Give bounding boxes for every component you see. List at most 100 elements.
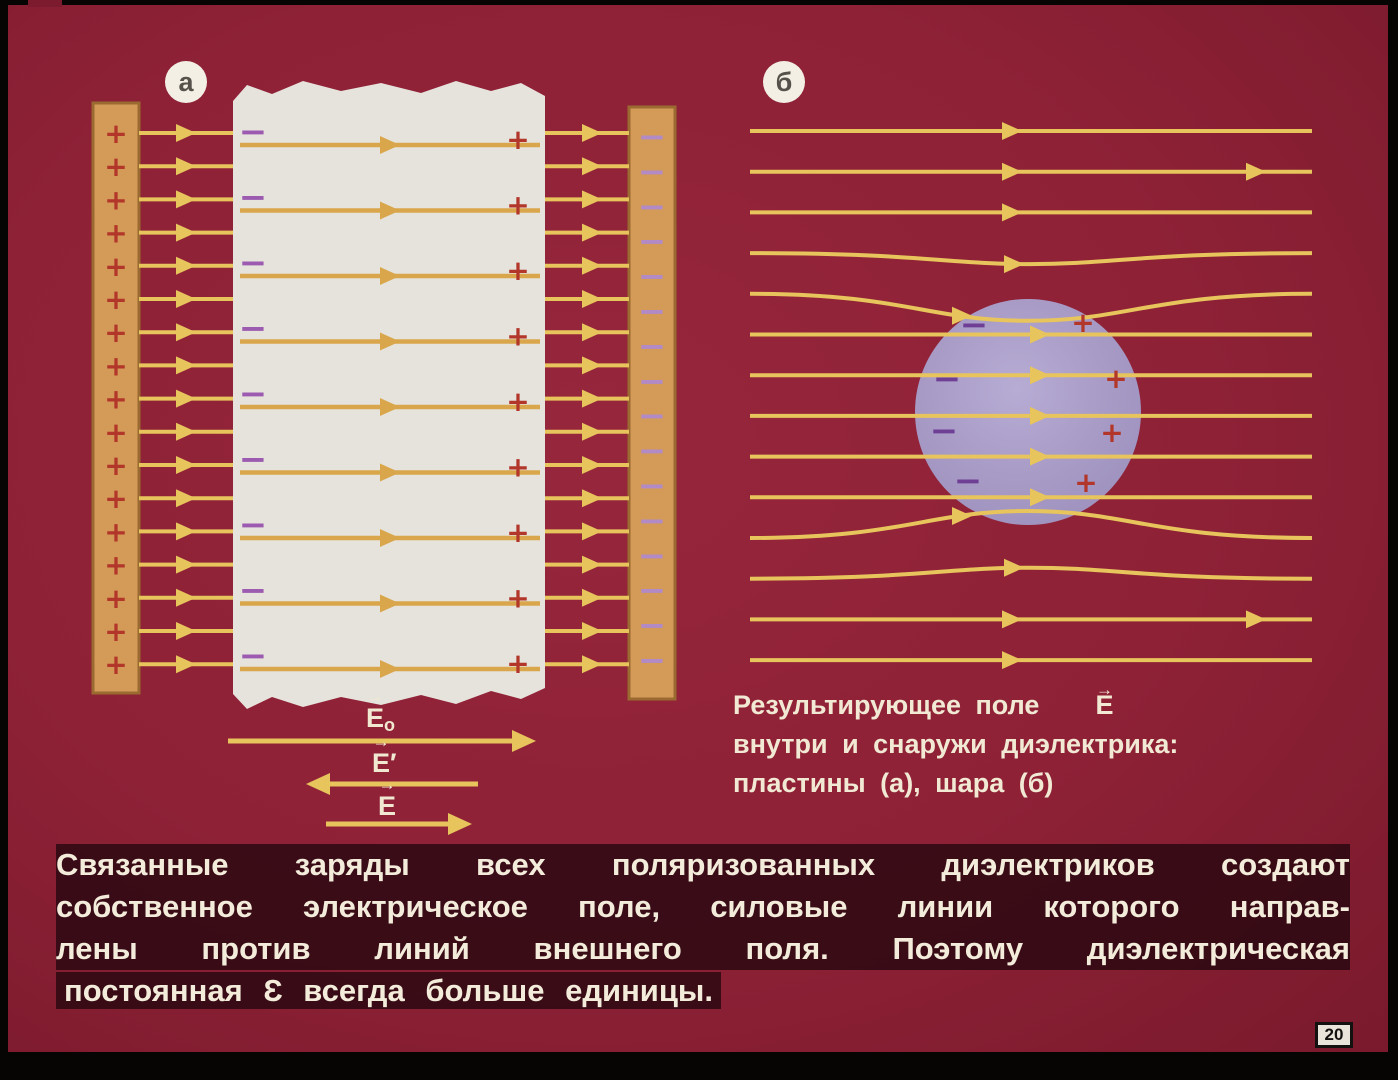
panel-b-caption: Результирующее поле→E внутри и снаружи д… <box>733 680 1353 803</box>
svg-text:+: + <box>104 648 127 681</box>
svg-text:+: + <box>1100 416 1123 449</box>
plate-charges: +++++++++++++++++−−−−−−−−−−−−−−−− <box>104 117 666 681</box>
caption-line-1-text: Результирующее поле <box>733 690 1040 720</box>
svg-text:+: + <box>1071 306 1094 339</box>
svg-text:−: − <box>239 571 268 611</box>
svg-text:−: − <box>638 326 667 366</box>
svg-text:+: + <box>506 123 529 156</box>
text-line-4: постоянная Ɛ всегда больше единицы. <box>56 970 1350 1012</box>
svg-text:−: − <box>638 187 667 227</box>
svg-text:+: + <box>506 451 529 484</box>
slide-number: 20 <box>1315 1022 1353 1048</box>
svg-text:+: + <box>104 217 127 250</box>
text-line-4-content: постоянная Ɛ всегда больше единицы. <box>56 972 721 1009</box>
vector-E0-symbol: →E <box>366 687 384 734</box>
svg-text:+: + <box>104 449 127 482</box>
vector-arrow-glyph: → <box>378 775 396 794</box>
capacitor-plates <box>91 101 677 701</box>
svg-text:−: − <box>239 505 268 545</box>
film-notch <box>28 0 62 7</box>
vector-arrow-glyph: → <box>1095 680 1113 699</box>
vector-arrow-glyph: → <box>366 687 384 706</box>
vector-E0-subscript: o <box>384 715 396 735</box>
panel-a-badge-letter: а <box>178 66 194 97</box>
film-border-top <box>0 0 1398 5</box>
svg-text:+: + <box>104 183 127 216</box>
panel-a-badge: а <box>165 61 207 103</box>
dielectric-slab <box>233 81 545 709</box>
svg-text:+: + <box>506 254 529 287</box>
svg-text:−: − <box>638 361 667 401</box>
svg-text:+: + <box>104 117 127 150</box>
svg-text:−: − <box>638 571 667 611</box>
svg-text:+: + <box>506 385 529 418</box>
vector-E0-label: →Eo <box>366 687 396 736</box>
svg-text:−: − <box>638 606 667 646</box>
slide-text: Связанные заряды всех поляризованных диэ… <box>56 844 1350 1012</box>
slab-bound-charges: −−−−−−−−−+++++++++ <box>239 112 530 680</box>
svg-text:−: − <box>638 257 667 297</box>
vector-arrow-glyph: → <box>372 732 390 751</box>
svg-text:−: − <box>933 359 962 399</box>
text-line-2-content: собственное электрическое поле, силовые … <box>56 889 1350 924</box>
vector-E-prime-base: E <box>372 748 391 778</box>
svg-text:−: − <box>638 641 667 681</box>
field-lines-around-sphere <box>749 122 1313 670</box>
svg-text:+: + <box>506 189 529 222</box>
vector-E-symbol: →E <box>378 775 397 822</box>
caption-vector-E-base: E <box>1095 690 1114 720</box>
svg-text:−: − <box>960 305 989 345</box>
svg-text:−: − <box>239 309 268 349</box>
caption-line-3: пластины (а), шара (б) <box>733 768 1054 798</box>
svg-text:+: + <box>104 515 127 548</box>
svg-text:+: + <box>506 647 529 680</box>
svg-text:+: + <box>1104 362 1127 395</box>
vector-E-prime-mark: ′ <box>390 748 397 778</box>
text-line-3-content: лены против линий внешнего поля. Поэтому… <box>56 931 1350 966</box>
svg-text:+: + <box>104 250 127 283</box>
svg-text:+: + <box>506 516 529 549</box>
svg-text:+: + <box>506 320 529 353</box>
caption-line-1: Результирующее поле →E <box>733 680 1353 725</box>
panel-b-badge-letter: б <box>775 66 793 97</box>
svg-text:+: + <box>104 316 127 349</box>
svg-text:−: − <box>638 466 667 506</box>
svg-text:−: − <box>638 501 667 541</box>
svg-text:−: − <box>638 431 667 471</box>
text-line-1-content: Связанные заряды всех поляризованных диэ… <box>56 847 1350 882</box>
svg-text:−: − <box>638 117 667 157</box>
svg-text:+: + <box>104 416 127 449</box>
svg-text:−: − <box>638 152 667 192</box>
svg-text:+: + <box>104 349 127 382</box>
vector-E-label: →E <box>378 775 397 822</box>
vector-E-prime-symbol: →E <box>372 732 391 779</box>
svg-text:−: − <box>239 178 268 218</box>
svg-text:+: + <box>104 150 127 183</box>
caption-vector-E: →E <box>1095 680 1114 725</box>
film-border-left <box>0 0 8 1080</box>
film-border-bottom <box>0 1052 1398 1080</box>
dielectric-sphere <box>915 299 1141 525</box>
svg-text:−: − <box>638 292 667 332</box>
svg-text:+: + <box>506 582 529 615</box>
panel-b-badge: б <box>763 61 805 103</box>
sphere-bound-charges: −−−−++++ <box>930 305 1128 501</box>
svg-text:−: − <box>638 536 667 576</box>
svg-text:−: − <box>239 374 268 414</box>
field-lines-inside-slab <box>240 136 540 678</box>
vector-E-base: E <box>378 791 397 821</box>
text-line-2: собственное электрическое поле, силовые … <box>56 886 1350 928</box>
svg-text:+: + <box>104 283 127 316</box>
svg-text:+: + <box>104 383 127 416</box>
svg-text:+: + <box>104 549 127 582</box>
resultant-field-vectors <box>228 730 536 835</box>
svg-text:−: − <box>638 222 667 262</box>
text-line-3: лены против линий внешнего поля. Поэтому… <box>56 928 1350 970</box>
text-line-1: Связанные заряды всех поляризованных диэ… <box>56 844 1350 886</box>
svg-text:−: − <box>239 440 268 480</box>
svg-text:−: − <box>239 243 268 283</box>
svg-text:−: − <box>239 112 268 152</box>
svg-text:−: − <box>638 396 667 436</box>
svg-text:+: + <box>104 582 127 615</box>
